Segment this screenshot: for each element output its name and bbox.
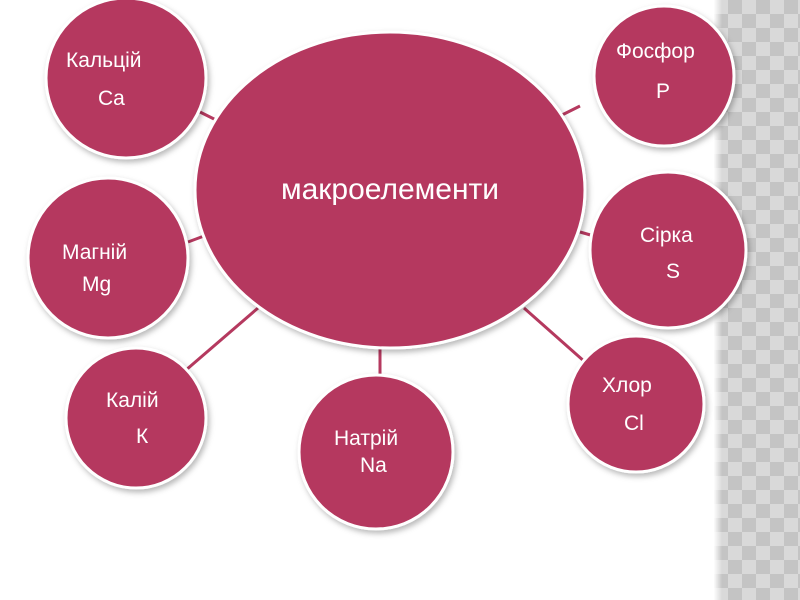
node-chlorine [566, 334, 706, 474]
connector-magnesium [187, 234, 205, 244]
node-potassium-name: Калій [106, 389, 159, 412]
node-calcium-symbol: Ca [98, 87, 125, 110]
node-chlorine-symbol: Cl [624, 412, 644, 435]
connector-potassium [185, 306, 259, 372]
node-phosphorus [592, 4, 736, 148]
node-phosphorus-name: Фосфор [616, 40, 695, 63]
node-sulfur [588, 170, 748, 330]
node-calcium [44, 0, 208, 160]
node-magnesium-symbol: Mg [82, 273, 111, 296]
node-magnesium [26, 176, 190, 340]
node-calcium-name: Кальцій [66, 49, 142, 72]
connector-calcium [199, 110, 217, 122]
node-chlorine-name: Хлор [602, 374, 652, 397]
center-label: макроелементи [281, 173, 499, 206]
node-sodium-name: Натрій [334, 427, 398, 450]
node-phosphorus-symbol: P [656, 80, 670, 103]
connector-chlorine [523, 306, 586, 364]
node-potassium-symbol: К [136, 425, 149, 448]
node-magnesium-name: Магній [62, 241, 127, 264]
node-sodium [297, 373, 455, 531]
center-node [193, 30, 587, 350]
node-potassium [64, 346, 208, 490]
node-sulfur-name: Сірка [640, 224, 693, 247]
node-sodium-symbol: Na [360, 454, 387, 477]
connector-phosphorus [561, 104, 581, 117]
node-sulfur-symbol: S [666, 260, 680, 283]
